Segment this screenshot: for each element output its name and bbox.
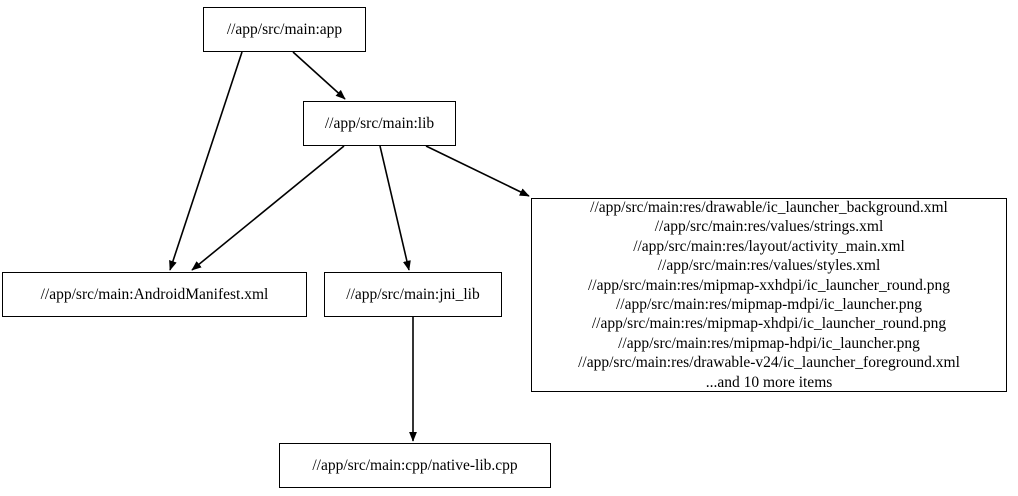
edge-app-to-lib bbox=[292, 51, 346, 100]
resources-line: //app/src/main:res/mipmap-xxhdpi/ic_laun… bbox=[587, 276, 950, 294]
node-android-manifest[interactable]: //app/src/main:AndroidManifest.xml bbox=[2, 272, 307, 317]
node-resources-bundle[interactable]: //app/src/main:res/drawable/ic_launcher_… bbox=[531, 198, 1007, 392]
node-android-manifest-label: //app/src/main:AndroidManifest.xml bbox=[40, 285, 269, 303]
node-native-lib-cpp-label: //app/src/main:cpp/native-lib.cpp bbox=[312, 456, 518, 474]
node-jni-lib-label: //app/src/main:jni_lib bbox=[346, 285, 480, 303]
edge-lib-to-jni-lib bbox=[379, 145, 411, 271]
resources-line: //app/src/main:res/drawable-v24/ic_launc… bbox=[578, 354, 960, 372]
resources-line: //app/src/main:res/layout/activity_main.… bbox=[633, 237, 905, 255]
node-app-label: //app/src/main:app bbox=[226, 20, 343, 38]
edge-lib-to-manifest bbox=[191, 145, 345, 271]
node-native-lib-cpp[interactable]: //app/src/main:cpp/native-lib.cpp bbox=[279, 443, 551, 488]
resources-line: //app/src/main:res/mipmap-xhdpi/ic_launc… bbox=[591, 315, 947, 333]
node-resources-bundle-label: //app/src/main:res/drawable/ic_launcher_… bbox=[578, 198, 960, 392]
edge-lib-to-resources bbox=[425, 145, 530, 197]
resources-line: //app/src/main:res/mipmap-hdpi/ic_launch… bbox=[618, 334, 920, 352]
resources-line: //app/src/main:res/values/styles.xml bbox=[657, 257, 881, 275]
resources-line: ...and 10 more items bbox=[705, 373, 833, 391]
node-lib[interactable]: //app/src/main:lib bbox=[303, 101, 456, 146]
resources-line: //app/src/main:res/drawable/ic_launcher_… bbox=[590, 198, 948, 216]
node-jni-lib[interactable]: //app/src/main:jni_lib bbox=[324, 272, 502, 317]
resources-line: //app/src/main:res/values/strings.xml bbox=[654, 218, 884, 236]
edge-app-to-manifest bbox=[169, 51, 243, 271]
node-app[interactable]: //app/src/main:app bbox=[203, 7, 366, 52]
resources-line: //app/src/main:res/mipmap-mdpi/ic_launch… bbox=[615, 296, 923, 313]
node-lib-label: //app/src/main:lib bbox=[324, 114, 435, 132]
